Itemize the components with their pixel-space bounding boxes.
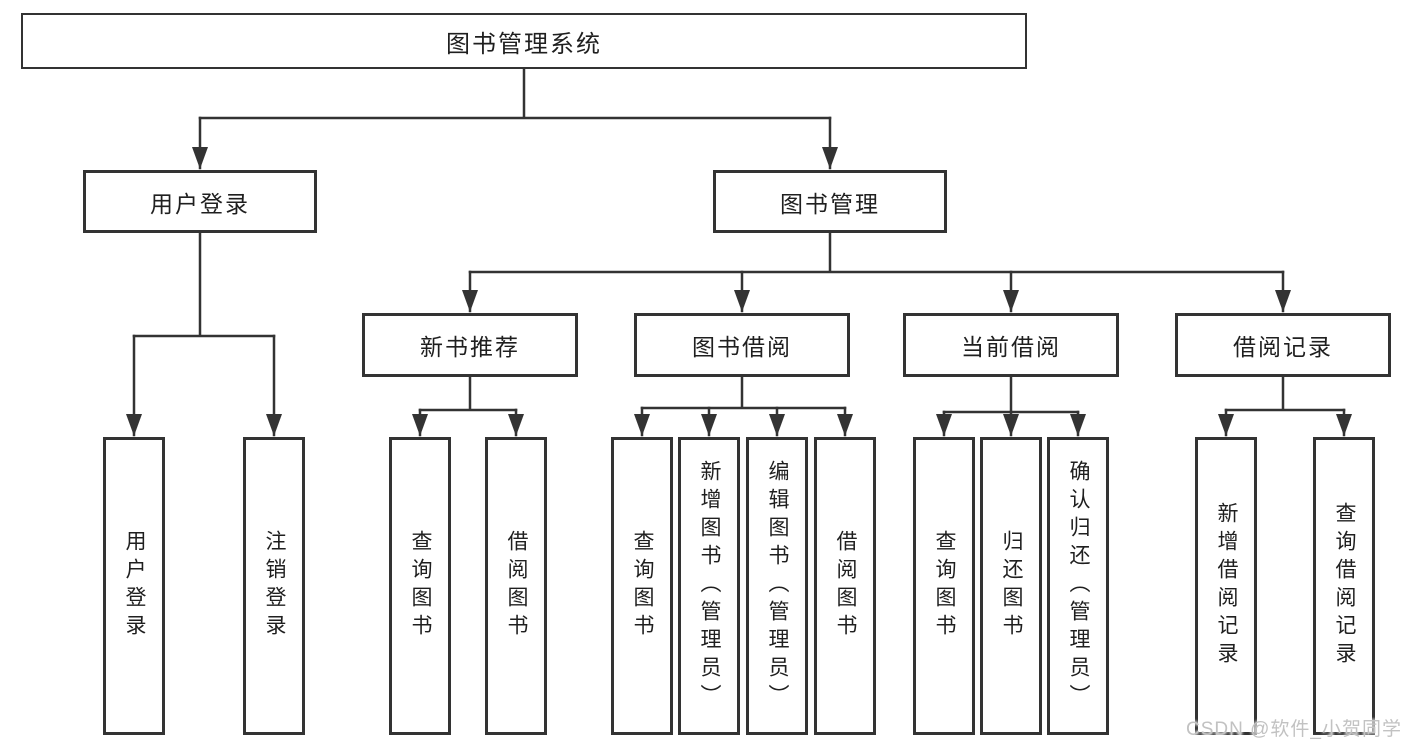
leaf-add-borrow-record: 新增借阅记录 — [1195, 437, 1257, 735]
watermark-csdn: CSDN @软件_小贺同学 — [1186, 719, 1402, 740]
connector-borrow-records-to-leaves — [1218, 375, 1352, 437]
leaf-return-books: 归还图书 — [980, 437, 1042, 735]
leaf-query-books: 查询图书 — [913, 437, 975, 735]
node-library-management-system: 图书管理系统 — [21, 13, 1027, 69]
leaf-edit-book-admin: 编辑图书（管理员） — [746, 437, 808, 735]
leaf-logout: 注销登录 — [243, 437, 305, 735]
node-book-borrowing: 图书借阅 — [634, 313, 850, 377]
leaf-borrow-books: 借阅图书 — [485, 437, 547, 735]
connector-current-borrow-to-leaves — [936, 375, 1086, 437]
node-current-borrowing: 当前借阅 — [903, 313, 1119, 377]
node-borrowing-records: 借阅记录 — [1175, 313, 1391, 377]
leaf-borrow-books: 借阅图书 — [814, 437, 876, 735]
leaf-query-books: 查询图书 — [611, 437, 673, 735]
connector-user-login-to-leaves — [126, 231, 282, 437]
node-new-book-recommendation: 新书推荐 — [362, 313, 578, 377]
connector-root-to-level1 — [192, 66, 838, 170]
leaf-confirm-return-admin: 确认归还（管理员） — [1047, 437, 1109, 735]
leaf-add-book-admin: 新增图书（管理员） — [678, 437, 740, 735]
leaf-query-borrow-record: 查询借阅记录 — [1313, 437, 1375, 735]
node-book-management: 图书管理 — [713, 170, 947, 233]
leaf-query-books: 查询图书 — [389, 437, 451, 735]
connector-new-book-recommend-to-leaves — [412, 375, 524, 437]
leaf-user-login: 用户登录 — [103, 437, 165, 735]
connector-book-borrow-to-leaves — [634, 375, 853, 437]
node-user-login: 用户登录 — [83, 170, 317, 233]
connector-book-management-to-level2 — [462, 231, 1291, 313]
